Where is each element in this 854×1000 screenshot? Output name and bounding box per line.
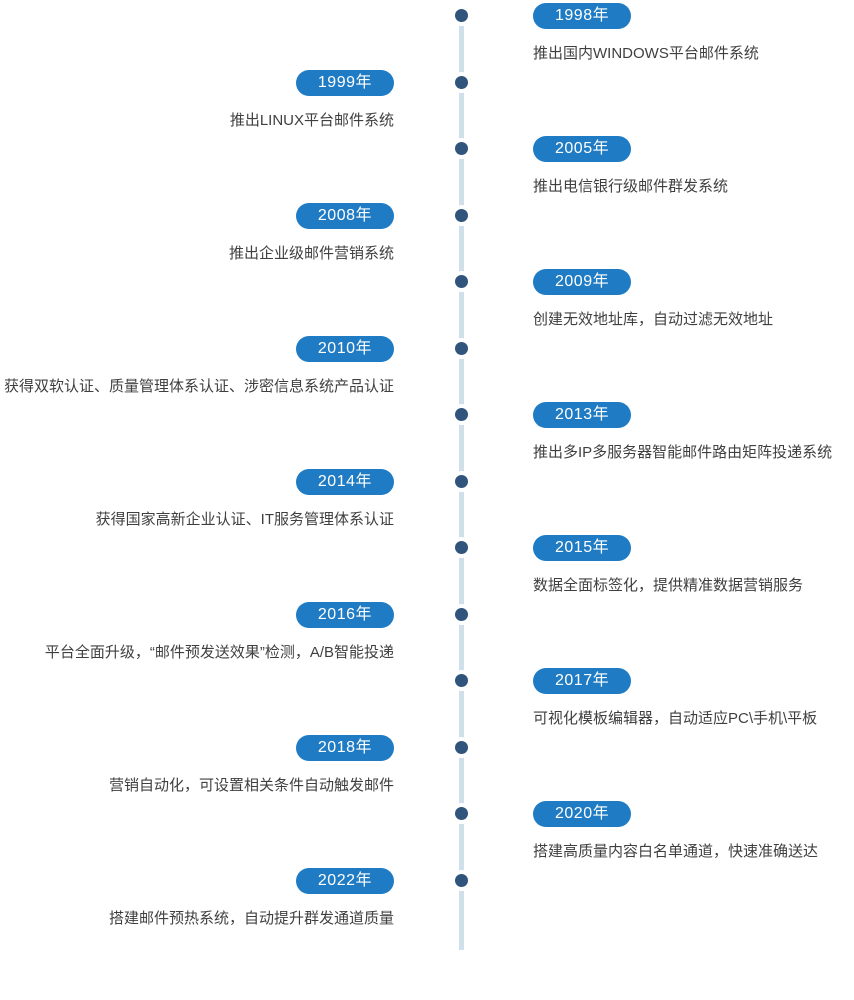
year-badge: 2015年 — [533, 535, 632, 561]
year-badge: 2016年 — [295, 602, 394, 628]
year-label: 1999年 — [317, 74, 372, 91]
year-badge: 2018年 — [295, 735, 394, 761]
year-label: 2009年 — [555, 273, 610, 290]
year-label: 2008年 — [317, 207, 372, 224]
milestone-text: 搭建高质量内容白名单通道，快速准确送达 — [533, 843, 819, 860]
year-badge: 2008年 — [295, 203, 394, 229]
timeline-item-2010: 2010年 获得双软认证、质量管理体系认证、涉密信息系统产品认证 — [0, 336, 468, 396]
timeline-node-dot — [455, 342, 468, 355]
timeline-item-2016: 2016年 平台全面升级，“邮件预发送效果”检测，A/B智能投递 — [0, 602, 468, 662]
timeline-item-1998: 1998年 推出国内WINDOWS平台邮件系统 — [455, 3, 854, 63]
milestone-text: 可视化模板编辑器，自动适应PC\手机\平板 — [533, 710, 818, 727]
timeline-item-2015: 2015年 数据全面标签化，提供精准数据营销服务 — [455, 535, 854, 595]
timeline-node-dot — [455, 275, 468, 288]
year-badge: 2005年 — [533, 136, 632, 162]
timeline-node-dot — [455, 209, 468, 222]
timeline-item-2017: 2017年 可视化模板编辑器，自动适应PC\手机\平板 — [455, 668, 854, 728]
year-badge: 1999年 — [295, 70, 394, 96]
milestone-text: 获得双软认证、质量管理体系认证、涉密信息系统产品认证 — [3, 378, 394, 395]
year-badge: 2017年 — [533, 668, 632, 694]
timeline-item-1999: 1999年 推出LINUX平台邮件系统 — [0, 70, 468, 130]
milestone-text: 推出企业级邮件营销系统 — [228, 245, 394, 262]
timeline-item-2013: 2013年 推出多IP多服务器智能邮件路由矩阵投递系统 — [455, 402, 854, 462]
timeline-item-2008: 2008年 推出企业级邮件营销系统 — [0, 203, 468, 263]
milestone-text: 创建无效地址库，自动过滤无效地址 — [533, 311, 774, 328]
year-badge: 2014年 — [295, 469, 394, 495]
year-badge: 2010年 — [295, 336, 394, 362]
year-label: 2016年 — [317, 606, 372, 623]
year-label: 2018年 — [317, 739, 372, 756]
milestone-text: 平台全面升级，“邮件预发送效果”检测，A/B智能投递 — [44, 644, 394, 661]
timeline-item-2009: 2009年 创建无效地址库，自动过滤无效地址 — [455, 269, 854, 329]
timeline-item-2022: 2022年 搭建邮件预热系统，自动提升群发通道质量 — [0, 868, 468, 928]
timeline-node-dot — [455, 76, 468, 89]
year-badge: 2022年 — [295, 868, 394, 894]
year-label: 2022年 — [317, 872, 372, 889]
milestone-text: 获得国家高新企业认证、IT服务管理体系认证 — [95, 511, 394, 528]
timeline-node-dot — [455, 874, 468, 887]
year-label: 2005年 — [555, 140, 610, 157]
year-badge: 2013年 — [533, 402, 632, 428]
milestone-text: 推出LINUX平台邮件系统 — [229, 112, 394, 129]
timeline-node-dot — [455, 674, 468, 687]
timeline-item-2020: 2020年 搭建高质量内容白名单通道，快速准确送达 — [455, 801, 854, 861]
year-badge: 2009年 — [533, 269, 632, 295]
timeline-item-2005: 2005年 推出电信银行级邮件群发系统 — [455, 136, 854, 196]
timeline-node-dot — [455, 408, 468, 421]
timeline-item-2018: 2018年 营销自动化，可设置相关条件自动触发邮件 — [0, 735, 468, 795]
timeline-item-2014: 2014年 获得国家高新企业认证、IT服务管理体系认证 — [0, 469, 468, 529]
milestone-text: 推出多IP多服务器智能邮件路由矩阵投递系统 — [533, 444, 833, 461]
year-label: 2014年 — [317, 473, 372, 490]
milestone-text: 推出国内WINDOWS平台邮件系统 — [533, 45, 759, 62]
year-label: 2013年 — [555, 406, 610, 423]
year-label: 2017年 — [555, 672, 610, 689]
timeline-node-dot — [455, 541, 468, 554]
timeline-node-dot — [455, 475, 468, 488]
timeline-node-dot — [455, 807, 468, 820]
timeline-node-dot — [455, 608, 468, 621]
year-label: 2020年 — [555, 805, 610, 822]
milestone-text: 营销自动化，可设置相关条件自动触发邮件 — [108, 777, 394, 794]
milestone-text: 数据全面标签化，提供精准数据营销服务 — [533, 577, 804, 594]
timeline-node-dot — [455, 142, 468, 155]
milestone-text: 推出电信银行级邮件群发系统 — [533, 178, 729, 195]
year-badge: 2020年 — [533, 801, 632, 827]
year-label: 2015年 — [555, 539, 610, 556]
year-badge: 1998年 — [533, 3, 632, 29]
year-label: 1998年 — [555, 7, 610, 24]
timeline-node-dot — [455, 741, 468, 754]
timeline-node-dot — [455, 9, 468, 22]
milestone-text: 搭建邮件预热系统，自动提升群发通道质量 — [108, 910, 394, 927]
year-label: 2010年 — [317, 340, 372, 357]
